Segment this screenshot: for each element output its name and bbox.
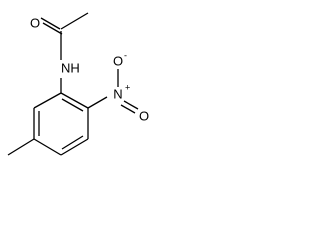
bond-ring-methyl	[7, 138, 35, 156]
bond-ring-nitro	[87, 96, 108, 109]
nitro-oxygen-upper-label: O	[113, 53, 123, 68]
nitro-oxygen-upper-charge: -	[124, 50, 127, 60]
ring-inner-bond-2	[61, 135, 84, 150]
ring-bond-4	[33, 138, 62, 156]
nitro-nitrogen-label: N	[113, 86, 122, 101]
bond-carbonyl-double-1	[40, 17, 61, 30]
ring-bond-1	[60, 92, 89, 109]
molecule-structure: O NH N + O - O	[7, 12, 149, 156]
nitro-oxygen-lower-label: O	[139, 108, 149, 123]
ring-bond-3	[60, 138, 89, 156]
ring-inner-bond-1	[61, 98, 84, 112]
bond-nitro-oxygen-lower-1	[123, 100, 139, 110]
bond-nitro-oxygen-lower-2	[120, 104, 136, 114]
ring-bond-6	[33, 92, 62, 109]
amide-nitrogen-label: NH	[61, 60, 80, 75]
bond-methyl-carbonyl	[60, 12, 89, 30]
bond-carbonyl-double-2	[42, 22, 63, 35]
carbonyl-oxygen-label: O	[30, 15, 40, 30]
nitro-nitrogen-charge: +	[125, 82, 130, 92]
